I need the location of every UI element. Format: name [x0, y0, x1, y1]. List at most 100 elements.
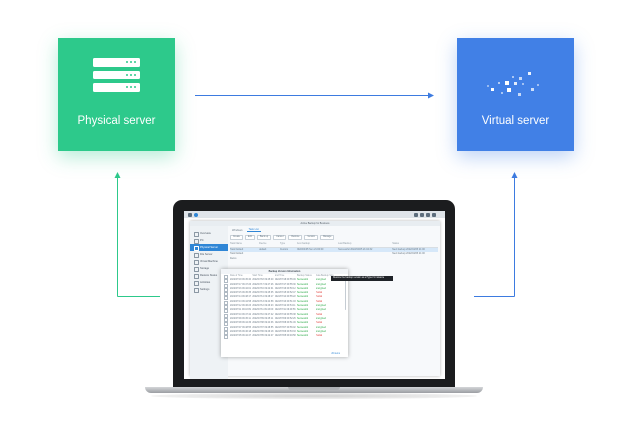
sidebar-item[interactable]: Physical Server: [190, 244, 228, 251]
dialog-cell: Encrypted: [315, 279, 326, 282]
toolbar-button[interactable]: Edit: [244, 234, 255, 240]
toolbar-button[interactable]: Manage: [320, 234, 335, 240]
row-checkbox[interactable]: [224, 335, 228, 340]
app-icon[interactable]: [194, 212, 198, 217]
row-checkbox[interactable]: [224, 330, 228, 335]
dialog-scrollbar[interactable]: [344, 278, 346, 310]
sidebar-item[interactable]: Activities: [190, 279, 228, 286]
select-all-checkbox[interactable]: [224, 275, 228, 279]
row-checkbox[interactable]: [224, 296, 228, 301]
column-header: Type: [279, 242, 286, 245]
table-cell: [280, 257, 297, 262]
laptop-to-virtual-connector-arrowhead: [511, 172, 518, 178]
row-checkbox[interactable]: [224, 322, 228, 327]
dialog-cell: 2022/07/13 09:51:03: [274, 300, 296, 303]
virtual-pixels-icon: [457, 38, 574, 151]
sidebar-item[interactable]: Virtual Machine: [190, 258, 228, 265]
dialog-cell: 2022/07/11 09:43:09: [230, 309, 251, 312]
column-header: Last Backup: [338, 242, 352, 245]
toolbar-button[interactable]: Version: [304, 234, 319, 240]
dialog-column-header: Backup Status: [296, 275, 312, 277]
dialog-column-header: Date & Time: [230, 275, 243, 277]
dialog-cell: 2022/07/15 09:45:35: [252, 292, 274, 295]
toolbar-button[interactable]: Create: [230, 234, 243, 240]
row-checkbox[interactable]: [224, 305, 228, 310]
sidebar-item[interactable]: Storage: [190, 265, 228, 272]
column-header: Next backup: [296, 242, 310, 245]
row-checkbox[interactable]: [224, 326, 228, 331]
storage-icon: [194, 267, 199, 272]
dialog-cell: Successful: [296, 309, 309, 312]
dialog-cell: 2022/07/05 09:42:47: [230, 335, 252, 338]
dialog-cell: 2022/07/14 09:48:17: [252, 296, 274, 299]
row-checkbox[interactable]: [224, 279, 228, 284]
row-checkbox[interactable]: [224, 309, 228, 314]
row-checkbox[interactable]: [224, 313, 228, 318]
sidebar-item[interactable]: Settings: [190, 286, 228, 293]
dialog-cell: 2022/07/12 09:46:23: [230, 305, 252, 308]
toolbar-button[interactable]: Back up: [256, 234, 272, 240]
row-checkbox[interactable]: [224, 317, 228, 322]
sidebar-item[interactable]: Overview: [190, 230, 228, 237]
window-title: Active Backup for Business: [190, 221, 440, 226]
table-cell: [297, 257, 339, 262]
dialog-cell: 2022/07/09 09:45:11: [230, 317, 251, 320]
dialog-cell: 2022/07/17 09:47:26: [252, 283, 274, 286]
dialog-cell: 2022/07/08 09:51:49: [274, 322, 296, 325]
dialog-cell: 2022/07/07 09:56:02: [274, 326, 296, 329]
row-checkbox[interactable]: [224, 300, 228, 305]
sidebar-item[interactable]: PC: [190, 237, 228, 244]
dialog-cell: 2022/07/18 09:45:40: [230, 279, 252, 282]
table-cell: [338, 257, 392, 262]
tab[interactable]: Windows: [232, 228, 243, 232]
table-cell: Demo: [230, 256, 237, 260]
table-row[interactable]: Demo: [230, 257, 438, 262]
dialog-cell: Partial: [315, 292, 323, 295]
tab[interactable]: Task List: [246, 228, 261, 232]
main-menu-icon[interactable]: [188, 212, 192, 217]
row-checkbox[interactable]: [224, 283, 228, 288]
dialog-cell: Successful: [296, 335, 309, 338]
search-icon[interactable]: [426, 212, 430, 217]
activities-icon: [194, 281, 199, 286]
user-icon[interactable]: [420, 212, 424, 217]
virtual-server-label: Virtual server: [481, 115, 550, 127]
sidebar-item[interactable]: Restore Status: [190, 272, 228, 279]
restore-icon: [194, 274, 199, 279]
dialog-cell: 2022/07/16 09:50:12: [274, 287, 296, 290]
dialog-cell: Successful: [296, 279, 309, 282]
physical-server-label: Physical server: [77, 115, 156, 127]
toolbar-button[interactable]: Restore: [288, 234, 303, 240]
chat-icon[interactable]: [414, 212, 418, 217]
sidebar-item-label: Physical Server: [200, 246, 219, 249]
dialog-column-header: Data Backup Size: [315, 275, 334, 277]
toolbar-button[interactable]: Cancel: [273, 234, 287, 240]
dialog-cell: Successful: [296, 322, 309, 325]
row-checkbox[interactable]: [224, 292, 228, 297]
widgets-icon[interactable]: [432, 212, 436, 217]
sidebar-item[interactable]: File Server: [190, 251, 228, 258]
dialog-cell: 2022/07/07 09:48:55: [252, 326, 274, 329]
pc-icon: [194, 239, 199, 244]
row-checkbox[interactable]: [224, 287, 228, 292]
dialog-cell: Successful: [296, 313, 309, 316]
